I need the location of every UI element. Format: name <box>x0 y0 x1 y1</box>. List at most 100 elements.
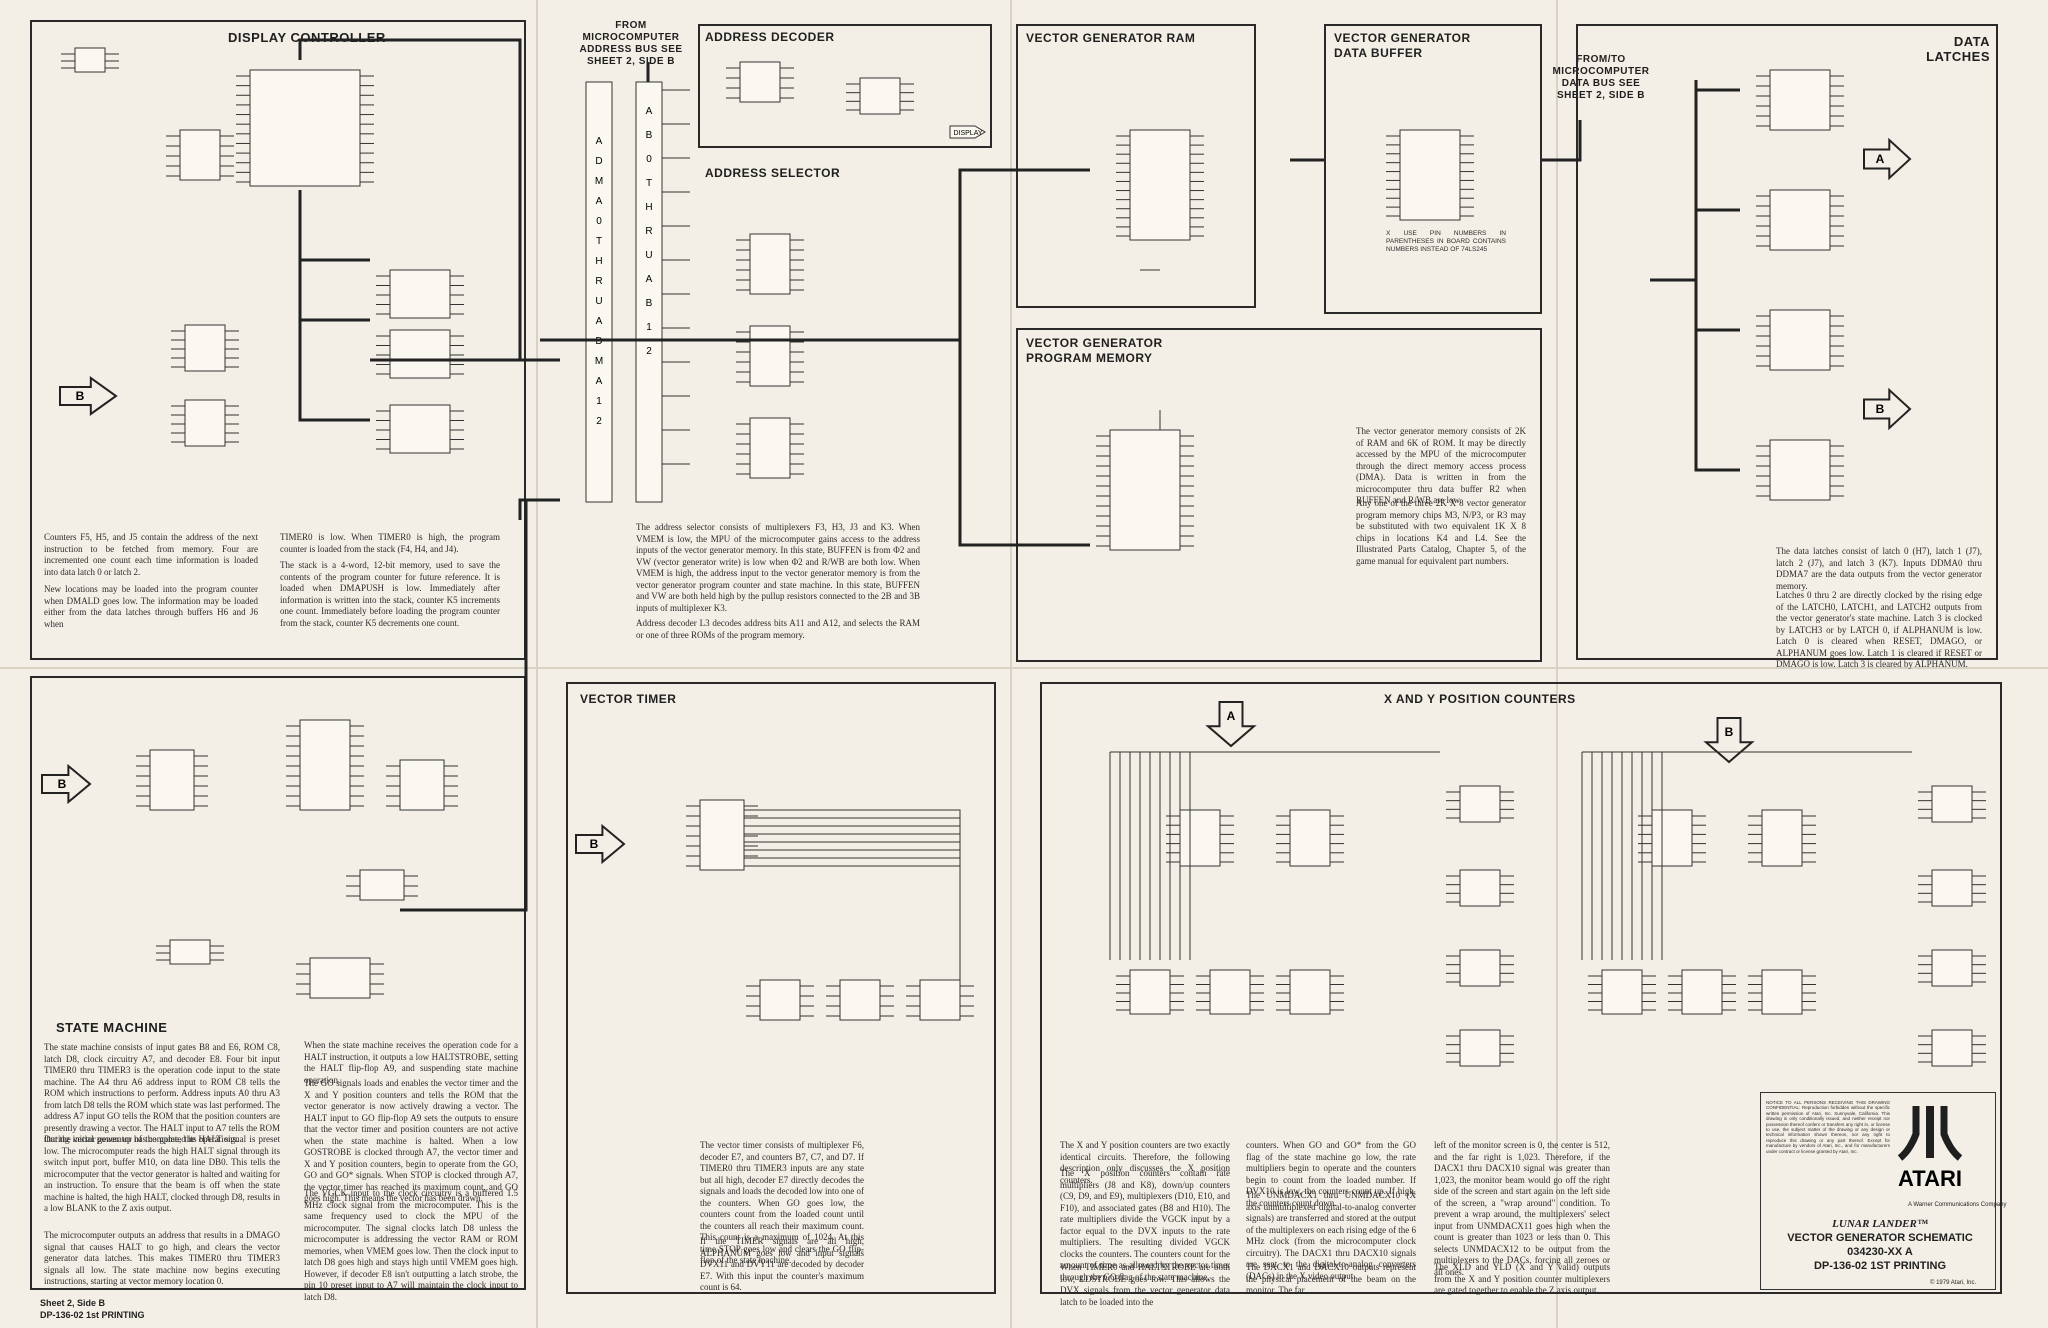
state-machine-text5: The GO signals loads and enables the vec… <box>304 1078 518 1203</box>
display-controller-panel <box>30 20 526 660</box>
ic-chip <box>299 719 351 811</box>
ic-chip <box>1931 869 1973 907</box>
signal-arrow <box>1863 387 1912 431</box>
vg-program-memory-title: VECTOR GENERATOR PROGRAM MEMORY <box>1026 336 1163 365</box>
bus-label-letter: 2 <box>596 416 602 427</box>
title-block-line2: VECTOR GENERATOR SCHEMATIC <box>1787 1232 1973 1244</box>
xy-counters-text6: The DACX1 and DACX10 outputs represent t… <box>1246 1262 1416 1295</box>
title-block-line1: LUNAR LANDER™ <box>1832 1218 1928 1230</box>
state-machine-text3: The microcomputer outputs an address tha… <box>44 1230 280 1286</box>
bus-label-letter: A <box>646 106 653 117</box>
ic-chip <box>749 417 791 479</box>
state-machine-title: STATE MACHINE <box>56 1020 168 1035</box>
display-controller-text4: The stack is a 4-word, 12-bit memory, us… <box>280 560 500 628</box>
ic-chip <box>1179 809 1221 867</box>
ic-chip <box>1681 969 1723 1015</box>
ic-chip <box>184 324 226 372</box>
ic-chip <box>309 957 371 999</box>
xy-counters-text2: The X position counters contain rate mul… <box>1060 1168 1230 1282</box>
schematic-wire <box>744 865 961 980</box>
schematic-wire <box>298 320 370 422</box>
display-output-tag <box>949 125 986 139</box>
signal-arrow <box>59 376 118 416</box>
schematic-wire <box>744 825 961 980</box>
title-block-company: A Warner Communications Company <box>1908 1202 2007 1208</box>
schematic-wire <box>298 190 370 322</box>
schematic-wire <box>958 340 1090 547</box>
xy-counters-text7: left of the monitor screen is 0, the cen… <box>1434 1140 1610 1277</box>
ic-chip <box>389 404 451 454</box>
bus-label-letter: 0 <box>596 216 602 227</box>
ic-chip <box>1459 869 1501 907</box>
ic-chip <box>759 979 801 1021</box>
bus-label-letter: R <box>595 276 602 287</box>
xy-counters-text8: The XLD and YLD (X and Y valid) outputs … <box>1434 1262 1610 1295</box>
ic-chip <box>1769 309 1831 371</box>
schematic-wire <box>744 857 961 980</box>
signal-arrow <box>575 823 626 865</box>
ic-chip <box>749 233 791 295</box>
vg-program-memory-text2: Any one of the three 2K X 8 vector gener… <box>1356 498 1526 566</box>
state-machine-text4: When the state machine receives the oper… <box>304 1040 518 1085</box>
display-output-label: DISPLAY <box>953 130 982 137</box>
bus-label-letter: 0 <box>646 154 652 165</box>
ic-chip <box>1289 969 1331 1015</box>
ic-chip <box>1209 969 1251 1015</box>
xy-counters-text1: The X and Y position counters are two ex… <box>1060 1140 1230 1185</box>
bus-label-letter: T <box>646 178 652 189</box>
bus-label-letter: U <box>595 296 602 307</box>
xy-counters-text4: counters. When GO and GO* from the GO fl… <box>1246 1140 1416 1208</box>
ic-chip <box>1459 1029 1501 1067</box>
ic-chip <box>399 759 445 811</box>
ic-chip <box>1459 949 1501 987</box>
arrow-label: B <box>1876 402 1885 416</box>
bus-label-letter: B <box>646 130 653 141</box>
ic-chip <box>839 979 881 1021</box>
ic-chip <box>1761 969 1803 1015</box>
vector-timer-panel <box>566 682 996 1294</box>
from-to-bus-label: FROM/TO MICROCOMPUTER DATA BUS SEE SHEET… <box>1552 54 1650 101</box>
bus-label-letter: H <box>645 202 652 213</box>
bus-label-letter: B <box>646 298 653 309</box>
arrow-label: A <box>1876 152 1885 166</box>
vg-program-memory-panel <box>1016 328 1542 662</box>
ic-chip <box>1769 189 1831 251</box>
title-block <box>1760 1092 1996 1290</box>
bus-label-letter: A <box>596 316 603 327</box>
bus-label-letter: 1 <box>646 322 652 333</box>
state-machine-panel <box>30 676 526 1290</box>
bus-label-letter: M <box>595 176 603 187</box>
schematic-wire <box>518 498 560 520</box>
data-latches-text2: Latches 0 thru 2 are directly clocked by… <box>1776 590 1982 669</box>
ic-chip <box>859 77 901 115</box>
ic-chip <box>1109 429 1181 551</box>
fold-line <box>1556 0 1558 1328</box>
ic-chip <box>1769 439 1831 501</box>
vg-data-buffer-note: X USE PIN NUMBERS IN PARENTHESES IN BOAR… <box>1386 230 1506 253</box>
ic-chip <box>74 47 106 73</box>
bus-label-letter: M <box>595 356 603 367</box>
schematic-wire <box>744 833 961 980</box>
ic-chip <box>1601 969 1643 1015</box>
ic-chip <box>739 61 781 103</box>
display-controller-text2: New locations may be loaded into the pro… <box>44 584 258 629</box>
bus-label-letter: U <box>645 250 652 261</box>
ic-chip <box>919 979 961 1021</box>
ic-chip <box>1931 949 1973 987</box>
bus-label-letter: 1 <box>596 396 602 407</box>
title-block-line4: DP-136-02 1ST PRINTING <box>1813 1260 1947 1272</box>
ic-chip <box>169 939 211 965</box>
bus-label-letter: A <box>596 376 603 387</box>
ic-chip <box>1129 129 1191 241</box>
ic-chip <box>179 129 221 181</box>
address-bus-block <box>585 81 613 503</box>
bus-label-letter: R <box>645 226 652 237</box>
state-machine-text6: The VGCK input to the clock circuitry is… <box>304 1188 518 1302</box>
ic-chip <box>389 329 451 379</box>
vg-data-buffer-title: VECTOR GENERATOR DATA BUFFER <box>1334 31 1471 60</box>
vector-timer-text2: If the TIMER signals are all high, ALPHA… <box>700 1236 864 1292</box>
address-selector-title: ADDRESS SELECTOR <box>705 166 841 180</box>
ic-chip <box>149 749 195 811</box>
